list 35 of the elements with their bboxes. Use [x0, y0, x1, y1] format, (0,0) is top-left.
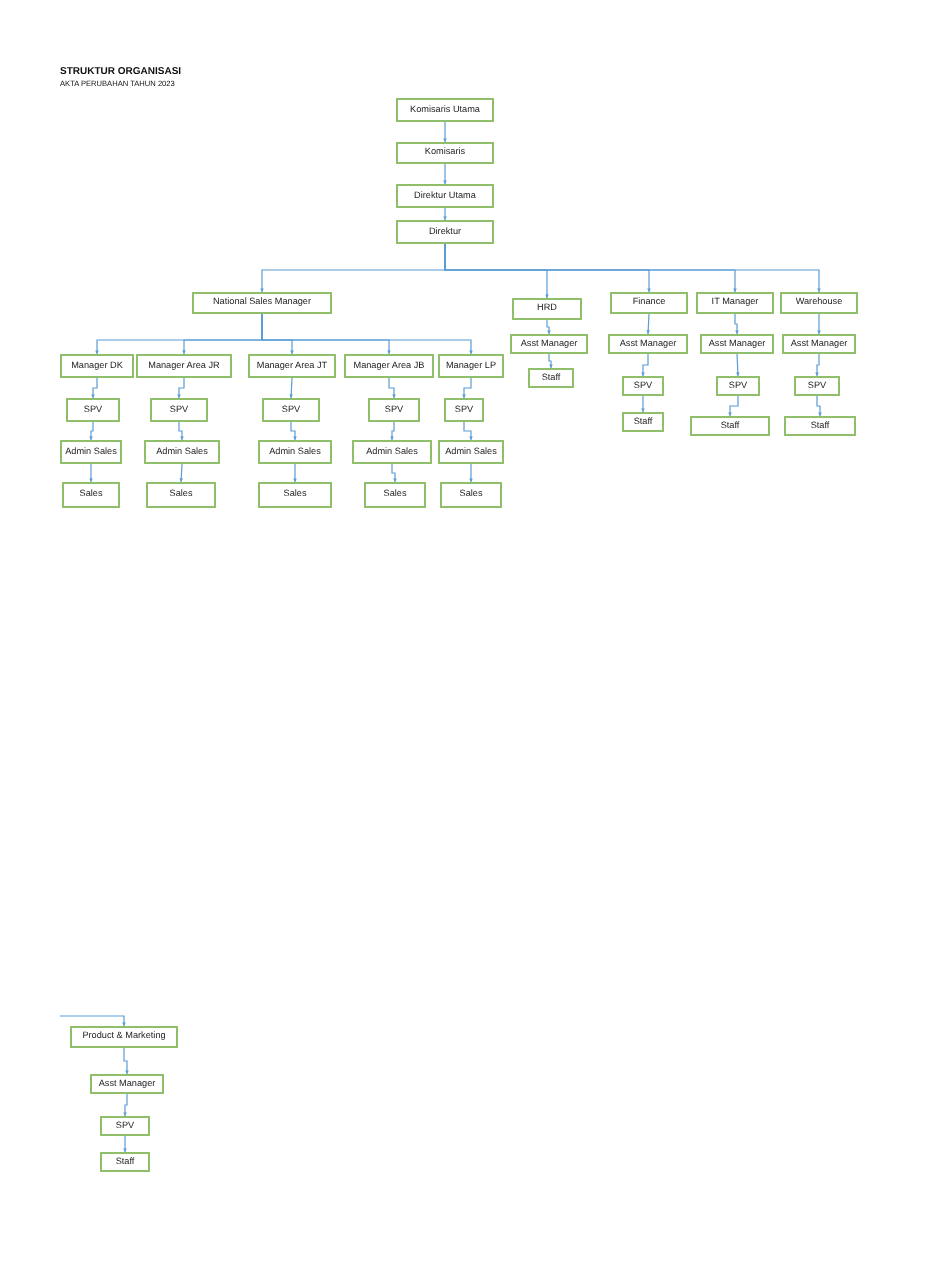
connector-arrow [261, 313, 473, 355]
connector-arrow [444, 243, 821, 293]
connector-arrow [641, 353, 649, 377]
connector-arrow [646, 313, 650, 335]
connector-arrow [388, 377, 396, 399]
connector-arrow [548, 353, 553, 369]
connector-arrow [463, 421, 473, 441]
connector-arrow [469, 463, 473, 483]
connector-arrow [391, 463, 397, 483]
connector-arrow [289, 377, 293, 399]
connector-arrow [462, 377, 472, 399]
connector-arrow [816, 395, 822, 417]
connector-arrow [815, 353, 820, 377]
connector-arrow [89, 421, 94, 441]
connector-arrow [123, 1047, 129, 1075]
connector-arrow [734, 313, 739, 335]
connector-arrow [728, 395, 739, 417]
connector-arrow [443, 207, 447, 221]
connector-arrow [59, 1015, 126, 1027]
connector-arrow [89, 463, 93, 483]
connector-arrow [123, 1135, 127, 1153]
connector-arrow [293, 463, 297, 483]
connector-arrow [390, 421, 395, 441]
connector-arrow [179, 463, 183, 483]
connector-arrow [641, 395, 645, 413]
connector-arrow [123, 1093, 128, 1117]
connector-arrow [817, 313, 821, 335]
connector-arrow [290, 421, 297, 441]
connector-arrow [443, 121, 447, 143]
connector-arrow [91, 377, 98, 399]
connector-arrow [443, 163, 447, 185]
connector-arrow [178, 421, 184, 441]
connector-arrow [736, 353, 740, 377]
connector-arrow [546, 319, 551, 335]
connector-arrow [177, 377, 185, 399]
